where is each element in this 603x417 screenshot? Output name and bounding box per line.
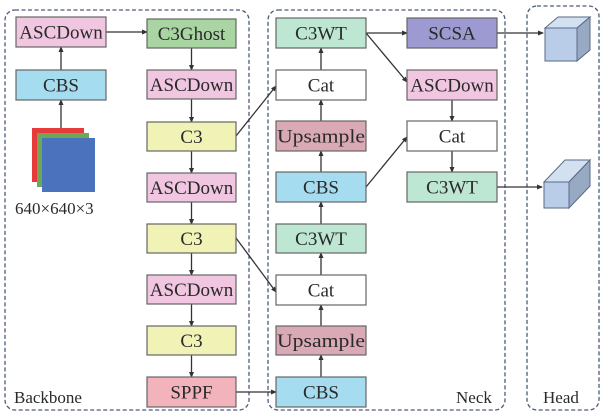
node-label: Cat: [308, 76, 335, 97]
node-label: C3: [180, 331, 202, 352]
node-box: [275, 120, 367, 152]
node-box: [15, 16, 107, 48]
neck-panel: [267, 9, 506, 411]
edges: [58, 29, 544, 395]
node-box: [275, 17, 367, 49]
node-n-up1: Upsample: [275, 325, 367, 356]
node-label: ASCDown: [19, 23, 103, 44]
node-label: ASCDown: [410, 76, 494, 97]
neck-label: Neck: [456, 388, 492, 407]
edge-b-c3-2-to-n-cat1: [235, 237, 277, 293]
node-label: Upsample: [277, 127, 365, 148]
node-box: [275, 171, 367, 203]
edge-b-c3-1-to-n-cat2: [235, 85, 277, 137]
node-n-scsa: SCSA: [406, 17, 498, 49]
node-label: Cat: [308, 281, 335, 302]
node-label: ASCDown: [150, 75, 234, 96]
node-b-ascdown3: ASCDown: [146, 274, 237, 305]
head-label: Head: [543, 388, 579, 407]
node-n-c3wt3: C3WT: [406, 171, 498, 203]
node-box: [146, 18, 237, 49]
node-b-ascdown1: ASCDown: [146, 69, 237, 100]
input-size-label: 640×640×3: [15, 199, 94, 218]
node-n-c3wt1: C3WT: [275, 223, 367, 254]
node-n-ascdown: ASCDown: [406, 69, 498, 101]
edge-n-cbs2-to-n-cat3: [365, 136, 408, 188]
cuboid-front-face: [543, 181, 570, 209]
node-n-cbs1: CBS: [275, 376, 367, 408]
node-label: CBS: [303, 383, 339, 404]
node-b-cbs: CBS: [15, 69, 107, 101]
node-b-ascdown0: ASCDown: [15, 16, 107, 48]
cube-front-face: [544, 27, 578, 62]
node-n-c3wt2: C3WT: [275, 17, 367, 49]
node-b-sppf: SPPF: [146, 376, 237, 408]
node-box: [406, 171, 498, 203]
node-label: C3Ghost: [158, 24, 226, 45]
node-box: [275, 69, 367, 101]
node-n-up2: Upsample: [275, 120, 367, 152]
node-n-cat1: Cat: [275, 274, 367, 306]
node-box: [406, 120, 498, 152]
node-n-cat2: Cat: [275, 69, 367, 101]
backbone-panel: [4, 9, 250, 411]
node-label: CBS: [303, 178, 339, 199]
node-b-c3-2: C3: [146, 223, 237, 254]
node-n-cat3: Cat: [406, 120, 498, 152]
node-box: [275, 376, 367, 408]
node-label: Upsample: [277, 331, 365, 352]
node-box: [275, 325, 367, 356]
node-label: SCSA: [428, 24, 476, 45]
node-box: [146, 376, 237, 408]
backbone-label: Backbone: [14, 388, 82, 407]
cube-icon: [543, 15, 592, 63]
node-b-c3-3: C3: [146, 325, 237, 356]
node-n-cbs2: CBS: [275, 171, 367, 203]
node-label: C3WT: [295, 229, 347, 250]
node-label: SPPF: [170, 383, 212, 404]
node-box: [146, 274, 237, 305]
cuboid-icon: [542, 158, 592, 210]
node-box: [146, 69, 237, 100]
head-panel: [526, 5, 600, 411]
node-box: [406, 69, 498, 101]
node-label: C3WT: [295, 24, 347, 45]
node-box: [275, 223, 367, 254]
node-b-ascdown2: ASCDown: [146, 172, 237, 203]
input-image-icon: [32, 128, 95, 192]
node-box: [146, 172, 237, 203]
node-box: [406, 17, 498, 49]
node-b-c3-1: C3: [146, 121, 237, 152]
node-box: [15, 69, 107, 101]
edge-n-c3wt2-to-n-ascdown: [365, 32, 408, 83]
node-label: C3: [180, 229, 202, 250]
node-b-c3ghost: C3Ghost: [146, 18, 237, 49]
node-box: [146, 223, 237, 254]
node-label: CBS: [43, 76, 79, 97]
node-box: [275, 274, 367, 306]
node-label: C3WT: [426, 178, 478, 199]
node-box: [146, 325, 237, 356]
input-channel-blue: [42, 138, 95, 192]
node-box: [146, 121, 237, 152]
node-label: ASCDown: [150, 280, 234, 301]
node-label: C3: [180, 127, 202, 148]
node-label: Cat: [439, 127, 466, 148]
node-label: ASCDown: [150, 178, 234, 199]
